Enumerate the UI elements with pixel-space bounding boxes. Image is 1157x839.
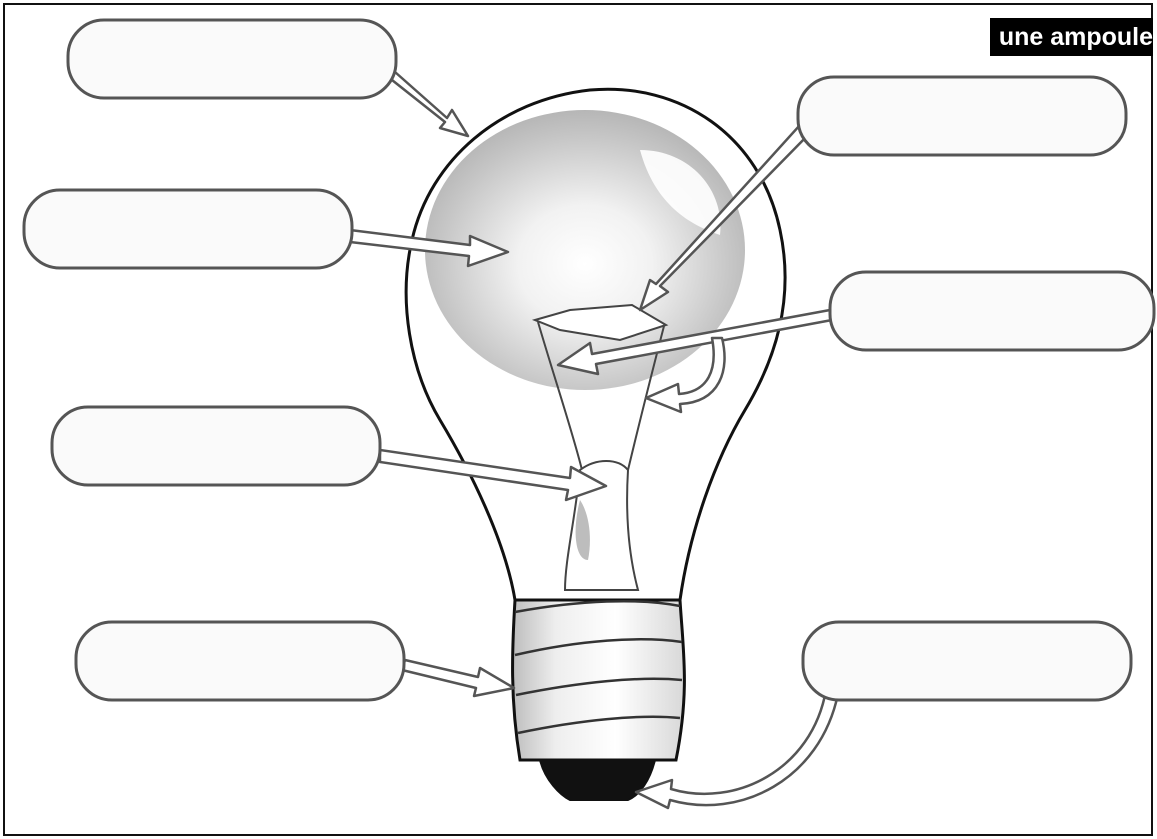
arrow-plot <box>634 688 840 810</box>
arrow-verre <box>386 70 470 138</box>
answer-box-gaz[interactable] <box>22 188 354 270</box>
answer-box-culot[interactable] <box>74 620 406 702</box>
answer-box-fils[interactable] <box>828 270 1156 352</box>
worksheet-title: une ampoule <box>989 18 1153 56</box>
answer-box-plot[interactable] <box>801 620 1133 702</box>
answer-box-filament[interactable] <box>796 75 1128 157</box>
answer-box-verre[interactable] <box>66 18 398 100</box>
arrow-fils-2 <box>644 336 726 414</box>
label-arrows <box>348 70 840 810</box>
answer-box-pied[interactable] <box>50 405 382 487</box>
arrow-culot <box>400 658 516 698</box>
answer-boxes <box>22 18 1156 702</box>
arrow-pied <box>378 448 608 502</box>
bulb-screw-base <box>511 598 686 801</box>
arrow-gaz <box>348 228 510 268</box>
arrow-filament <box>638 123 812 312</box>
arrow-fils-1 <box>556 308 834 376</box>
